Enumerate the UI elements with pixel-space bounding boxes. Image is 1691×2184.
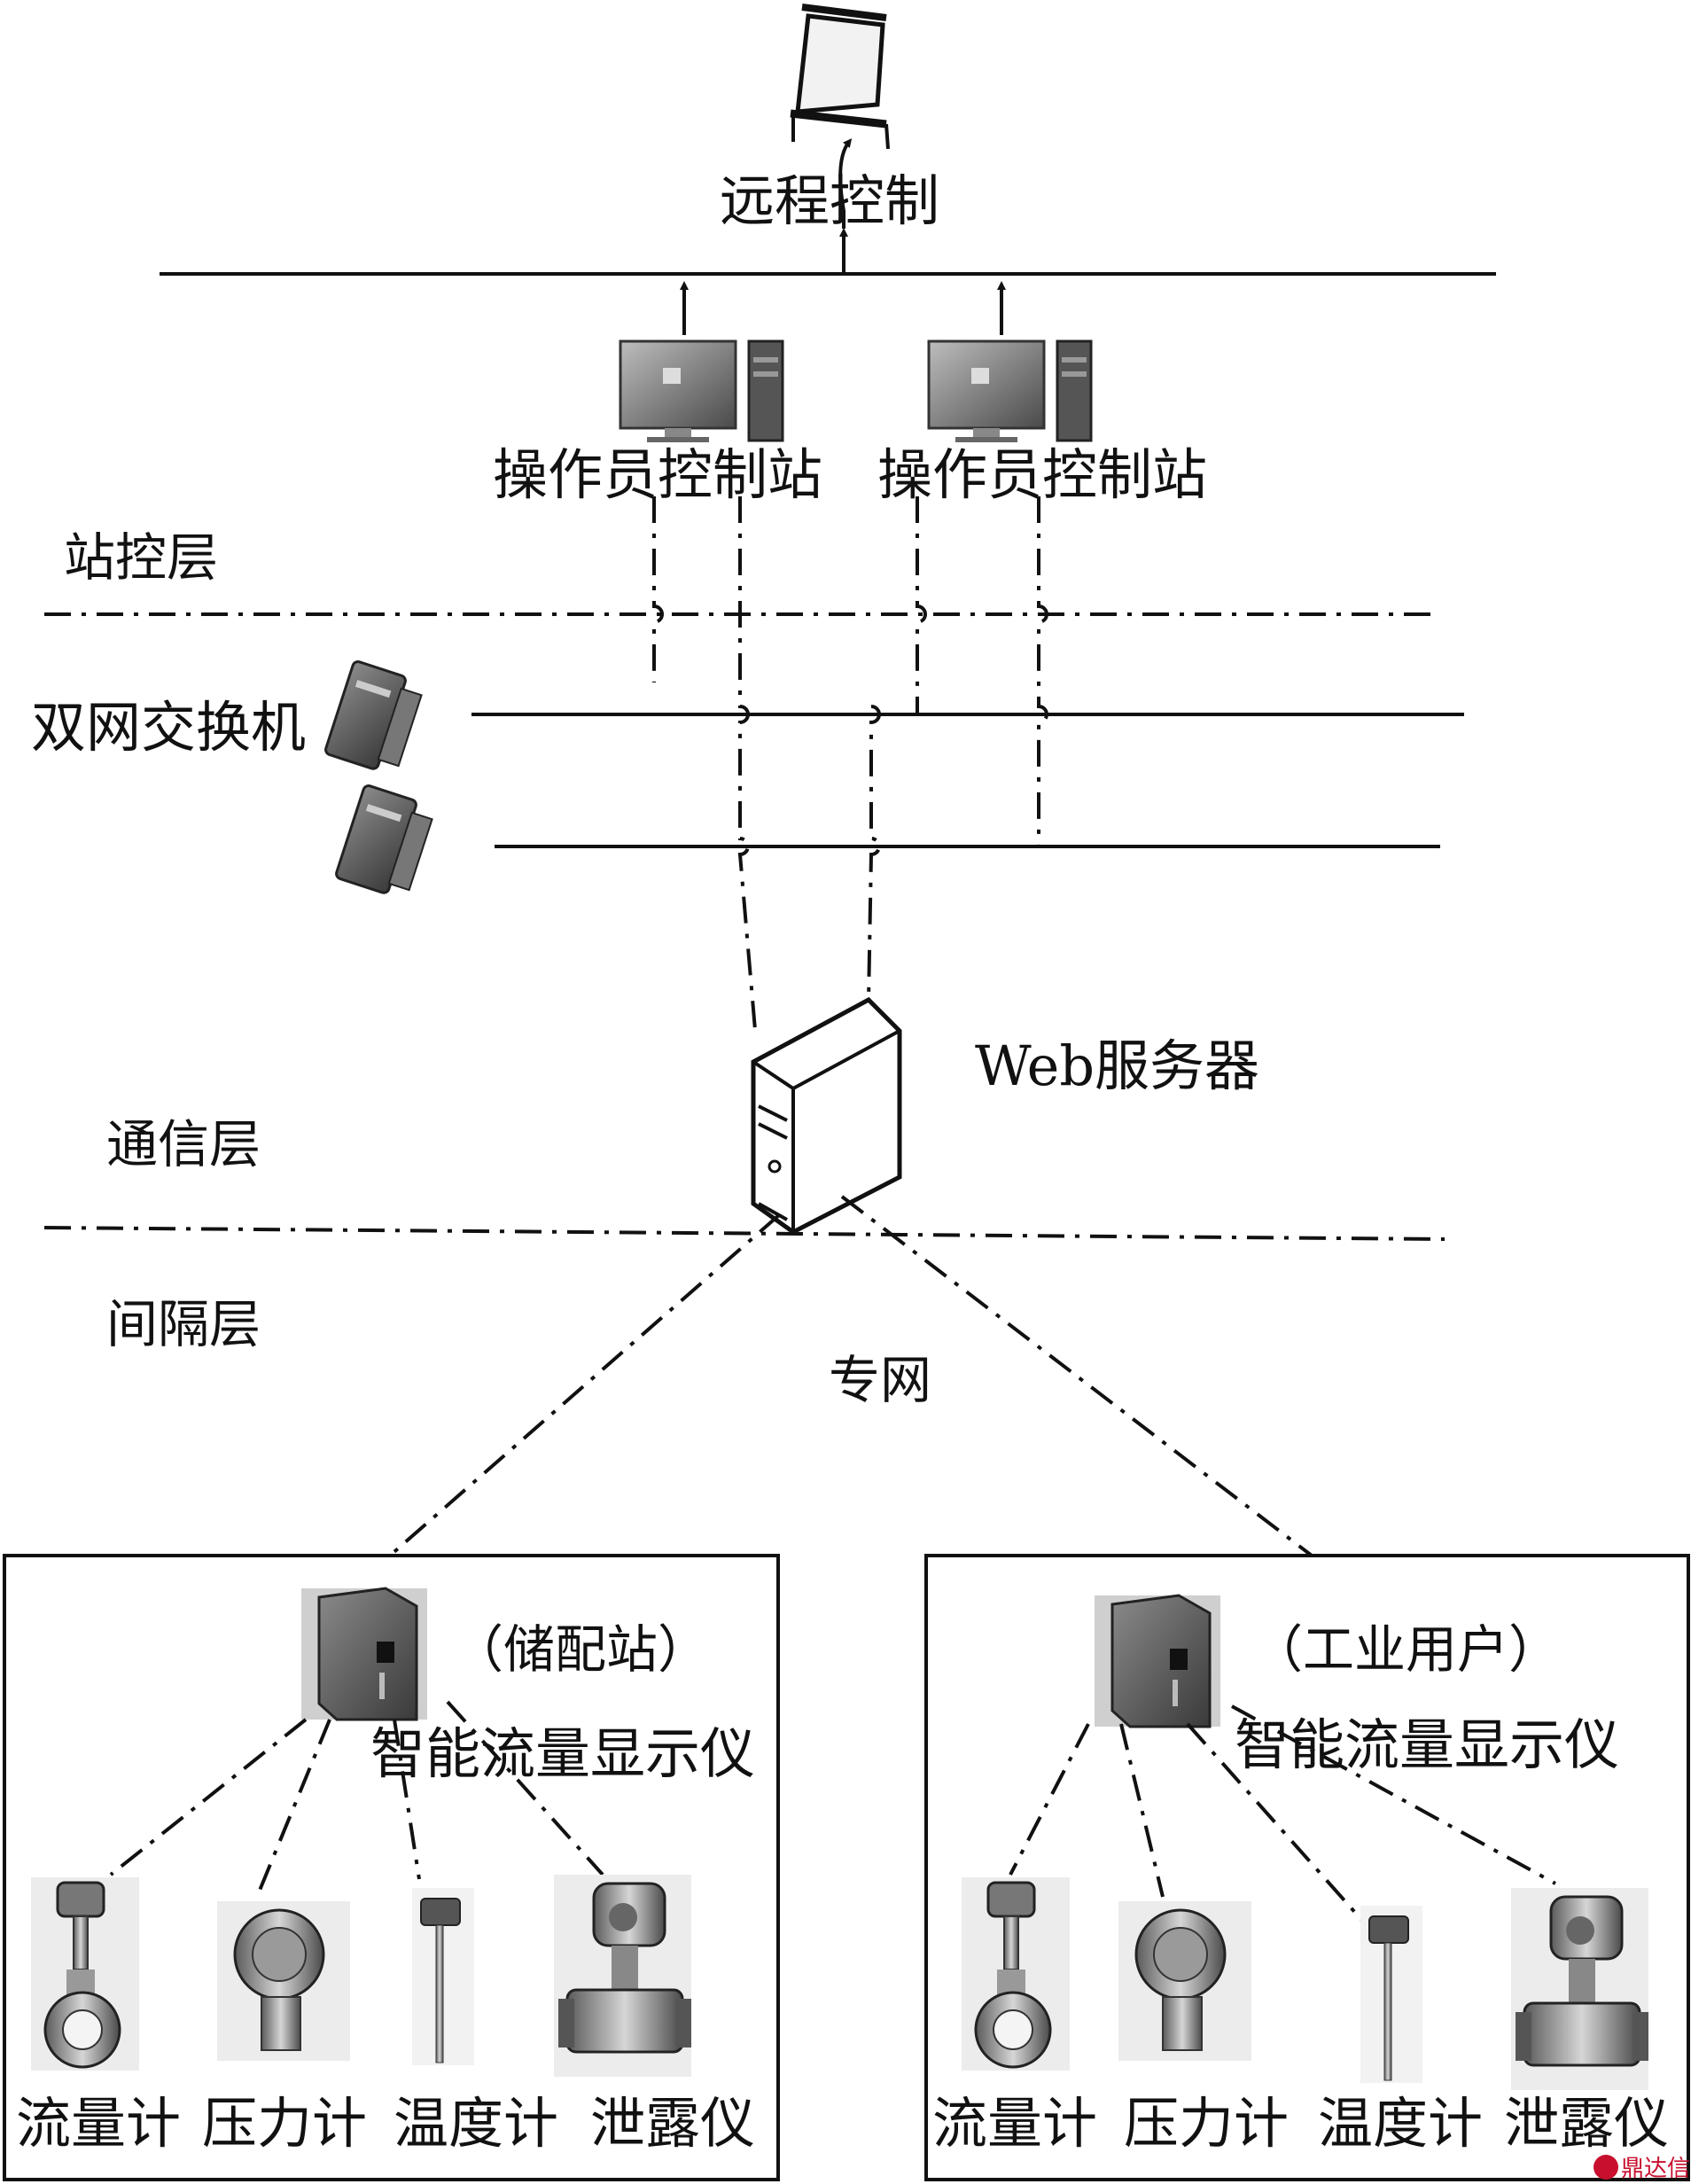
pressure-gauge-icon xyxy=(217,1901,350,2061)
storage-station-label: （储配站） xyxy=(452,1619,710,1680)
instrument-links-right xyxy=(1009,1704,1556,1925)
operator-station-label-2: 操作员控制站 xyxy=(877,442,1208,507)
thermometer-icon xyxy=(1360,1906,1422,2083)
industrial-user-box xyxy=(924,1554,1690,2181)
leak-detector-icon xyxy=(554,1875,691,2077)
pressure-gauge-label-right: 压力计 xyxy=(1124,2091,1290,2156)
layer-divider-bottom xyxy=(43,1226,1446,1241)
station-links xyxy=(652,496,1048,1031)
network-switch-icon xyxy=(324,660,423,770)
thermometer-icon xyxy=(412,1888,474,2065)
pressure-gauge-icon xyxy=(1118,1901,1251,2061)
station-layer-label: 站控层 xyxy=(64,527,219,588)
computer-icon xyxy=(927,339,1093,442)
flow-display-icon xyxy=(1095,1594,1220,1728)
svg-text:鼎达信: 鼎达信 xyxy=(1621,2156,1690,2182)
comm-layer-label: 通信层 xyxy=(106,1114,261,1174)
flowmeter-label-left: 流量计 xyxy=(16,2091,182,2156)
flow-display-icon xyxy=(301,1587,427,1721)
storage-station-box xyxy=(3,1554,780,2181)
leak-detector-label-right: 泄露仪 xyxy=(1504,2091,1670,2156)
thermometer-label-right: 温度计 xyxy=(1318,2091,1484,2156)
network-switch-icon xyxy=(335,784,433,894)
uplink-arrows xyxy=(680,138,1006,335)
private-network-label: 专网 xyxy=(829,1350,932,1410)
dual-switch-label: 双网交换机 xyxy=(31,695,307,760)
web-server-label: Web服务器 xyxy=(975,1034,1260,1098)
remote-control-label: 远程控制 xyxy=(720,168,940,233)
pressure-gauge-label-left: 压力计 xyxy=(202,2091,368,2156)
flowmeter-label-right: 流量计 xyxy=(932,2091,1098,2156)
flow-display-label-left: 智能流量显示仪 xyxy=(370,1721,756,1786)
bay-layer-label: 间隔层 xyxy=(106,1294,261,1354)
industrial-user-label: （工业用户） xyxy=(1251,1619,1561,1680)
private-network-links xyxy=(388,1195,1313,1557)
leak-detector-label-left: 泄露仪 xyxy=(590,2091,756,2156)
flowmeter-icon xyxy=(31,1877,139,2071)
computer-icon xyxy=(619,339,784,442)
projector-screen-icon xyxy=(790,4,890,150)
instrument-links-left xyxy=(109,1700,604,1898)
leak-detector-icon xyxy=(1511,1888,1648,2090)
watermark-logo: 鼎达信 xyxy=(1594,2155,1690,2182)
operator-station-label-1: 操作员控制站 xyxy=(493,442,823,507)
flowmeter-icon xyxy=(962,1877,1070,2071)
thermometer-label-left: 温度计 xyxy=(394,2091,559,2156)
server-icon xyxy=(751,996,902,1235)
flow-display-label-right: 智能流量显示仪 xyxy=(1235,1712,1620,1777)
